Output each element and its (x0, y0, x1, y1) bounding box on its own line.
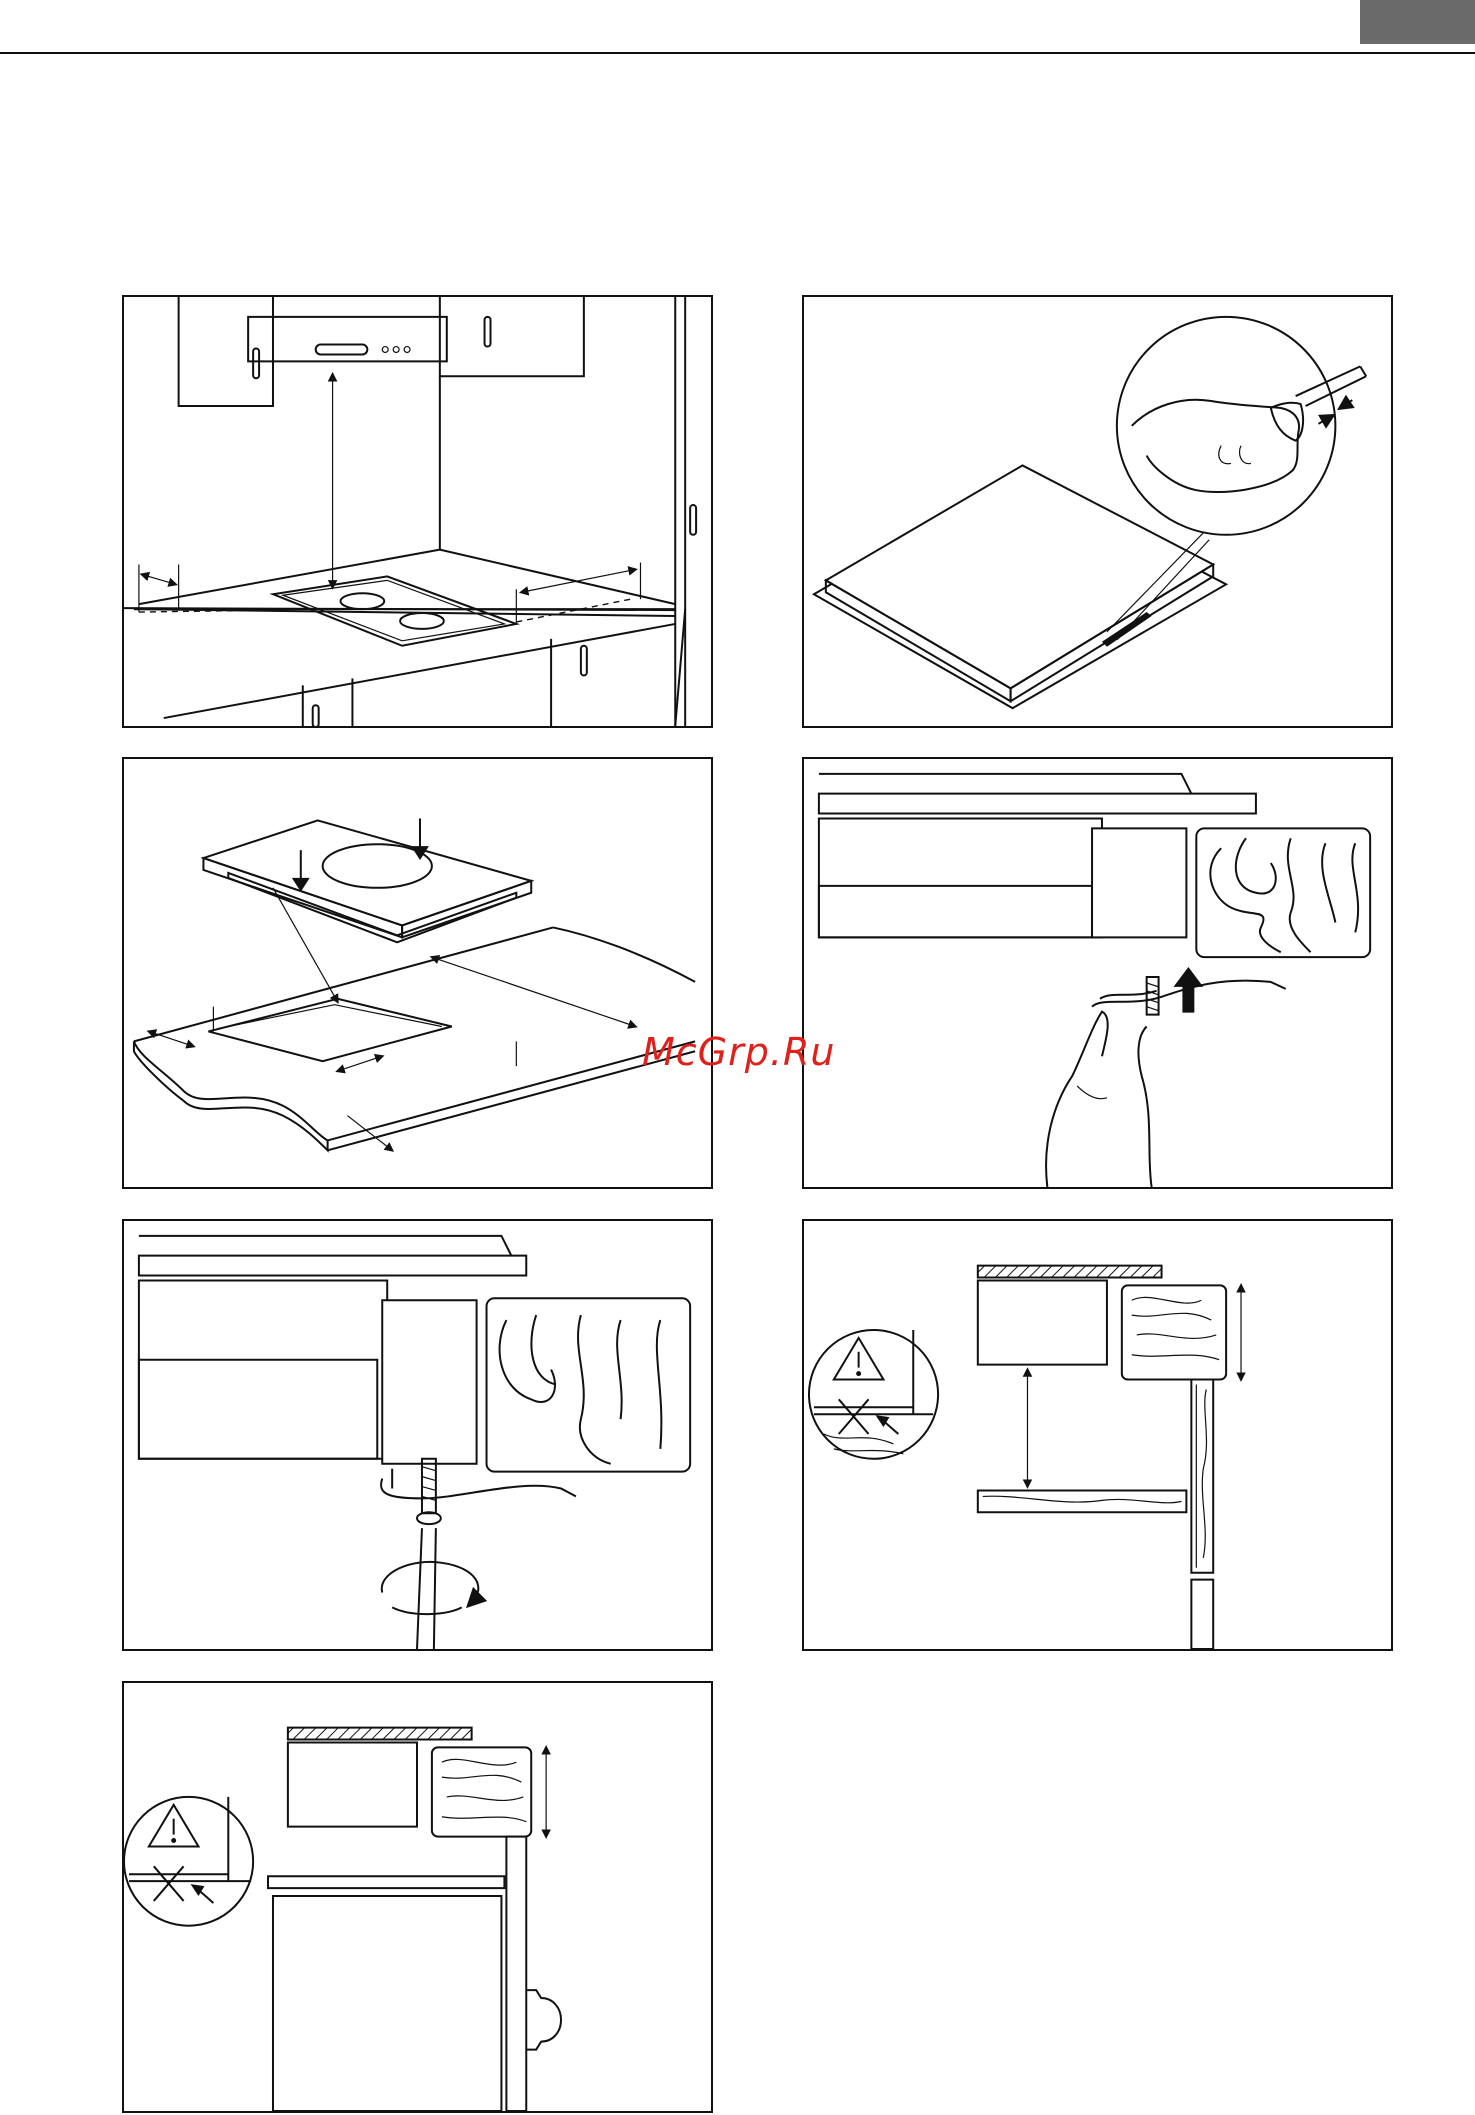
rotate-arrow-icon (382, 1562, 479, 1603)
section-shelf-illustration (804, 1221, 1391, 1649)
figure-panel-kitchen (122, 295, 713, 728)
figure-panel-bracket (802, 757, 1393, 1189)
insert-illustration (124, 759, 711, 1187)
double-arrow-icon (142, 574, 176, 584)
figure-panel-section-shelf (802, 1219, 1393, 1651)
section-oven-illustration (124, 1683, 711, 2111)
watermark-text: McGrp.Ru (642, 1030, 862, 1074)
figure-panel-tighten (122, 1219, 713, 1651)
figure-panel-section-oven (122, 1681, 713, 2113)
figure-panel-insert (122, 757, 713, 1189)
bracket-illustration (804, 759, 1391, 1187)
figure-panel-seal (802, 295, 1393, 728)
seal-illustration (804, 297, 1391, 726)
up-arrow-icon (1182, 985, 1194, 1013)
tighten-illustration (124, 1221, 711, 1649)
dimension-arrow-icon (432, 957, 636, 1026)
kitchen-illustration (124, 297, 711, 726)
page-tab (1360, 0, 1475, 44)
header-rule (0, 52, 1475, 54)
